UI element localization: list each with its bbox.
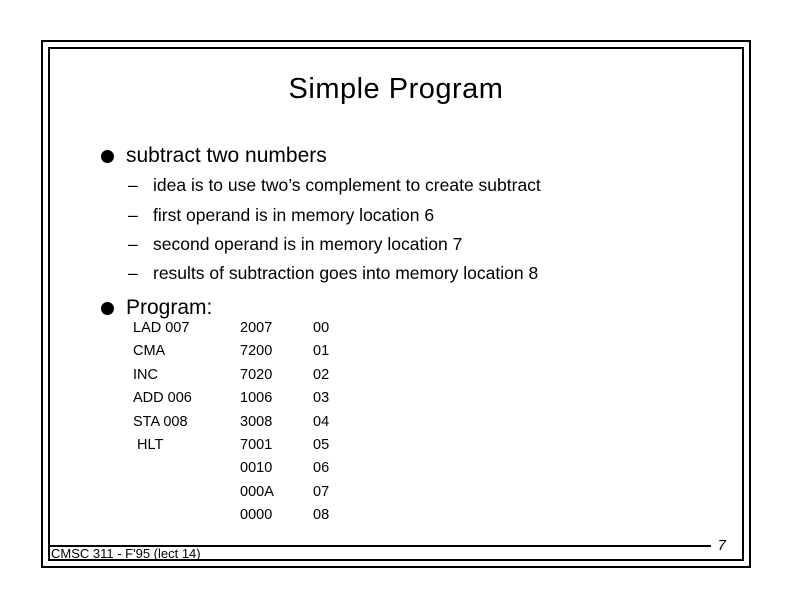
sub-bullet-item: – second operand is in memory location 7: [128, 230, 541, 259]
program-row: 000A 07: [133, 481, 373, 504]
dash-icon: –: [128, 204, 138, 225]
sub-bullet-text: second operand is in memory location 7: [153, 233, 463, 254]
address-cell: 07: [313, 483, 330, 500]
sub-bullet-text: results of subtraction goes into memory …: [153, 263, 539, 284]
bullet-label: Program:: [126, 296, 213, 319]
machine-code-cell: 0000: [240, 507, 273, 524]
mnemonic-cell: [133, 481, 240, 504]
program-listing: LAD 007 2007 00 CMA 7200 01 INC 7020 02 …: [133, 317, 373, 528]
mnemonic-cell: ADD 006: [133, 390, 192, 407]
program-row: HLT 7001 05: [133, 434, 373, 457]
dash-icon: –: [128, 263, 138, 284]
mnemonic-cell: INC: [133, 366, 158, 383]
mnemonic-cell: [133, 457, 240, 480]
program-row: ADD 006 1006 03: [133, 387, 373, 410]
dash-icon: –: [128, 175, 138, 196]
address-cell: 00: [313, 320, 330, 336]
sub-bullet-text: idea is to use two’s complement to creat…: [153, 175, 541, 196]
footer-course-label: CMSC 311 - F'95 (lect 14): [51, 546, 201, 561]
machine-code-cell: 0010: [240, 460, 273, 477]
slide-title: Simple Program: [288, 73, 504, 105]
address-cell: 04: [313, 413, 330, 430]
bullet-item-program: Program:: [101, 295, 212, 321]
machine-code-cell: 2007: [240, 320, 273, 336]
mnemonic-cell: STA 008: [133, 413, 188, 430]
mnemonic-cell: CMA: [133, 343, 166, 360]
mnemonic-cell: [133, 504, 240, 527]
program-row: 0000 08: [133, 504, 373, 527]
page-number: 7: [717, 537, 726, 554]
address-cell: 01: [313, 343, 330, 360]
slide-frame-inner: Simple Program subtract two numbers – id…: [48, 47, 744, 561]
address-cell: 05: [313, 436, 330, 453]
dash-icon: –: [128, 233, 138, 254]
footer-divider: [50, 545, 711, 547]
program-row: CMA 7200 01: [133, 340, 373, 363]
bullet-icon: [101, 301, 114, 315]
bullet-label: subtract two numbers: [126, 144, 327, 167]
machine-code-cell: 1006: [240, 390, 273, 407]
address-cell: 06: [313, 460, 330, 477]
mnemonic-cell: HLT: [133, 436, 164, 453]
program-row: STA 008 3008 04: [133, 411, 373, 434]
machine-code-cell: 7020: [240, 366, 273, 383]
sub-bullet-item: – first operand is in memory location 6: [128, 200, 541, 229]
mnemonic-cell: LAD 007: [133, 320, 190, 336]
bullet-item-subtract: subtract two numbers: [101, 143, 327, 169]
machine-code-cell: 7200: [240, 343, 273, 360]
program-row: 0010 06: [133, 457, 373, 480]
machine-code-cell: 7001: [240, 436, 273, 453]
slide-frame-outer: Simple Program subtract two numbers – id…: [41, 40, 751, 568]
address-cell: 08: [313, 507, 330, 524]
address-cell: 03: [313, 390, 330, 407]
sub-bullet-item: – idea is to use two’s complement to cre…: [128, 171, 541, 200]
machine-code-cell: 3008: [240, 413, 273, 430]
program-row: LAD 007 2007 00: [133, 317, 373, 340]
address-cell: 02: [313, 366, 330, 383]
program-row: INC 7020 02: [133, 364, 373, 387]
bullet-icon: [101, 149, 114, 163]
sub-bullet-item: – results of subtraction goes into memor…: [128, 259, 541, 288]
sub-bullet-text: first operand is in memory location 6: [153, 204, 435, 225]
sub-bullet-list: – idea is to use two’s complement to cre…: [128, 171, 541, 289]
machine-code-cell: 000A: [240, 483, 274, 500]
